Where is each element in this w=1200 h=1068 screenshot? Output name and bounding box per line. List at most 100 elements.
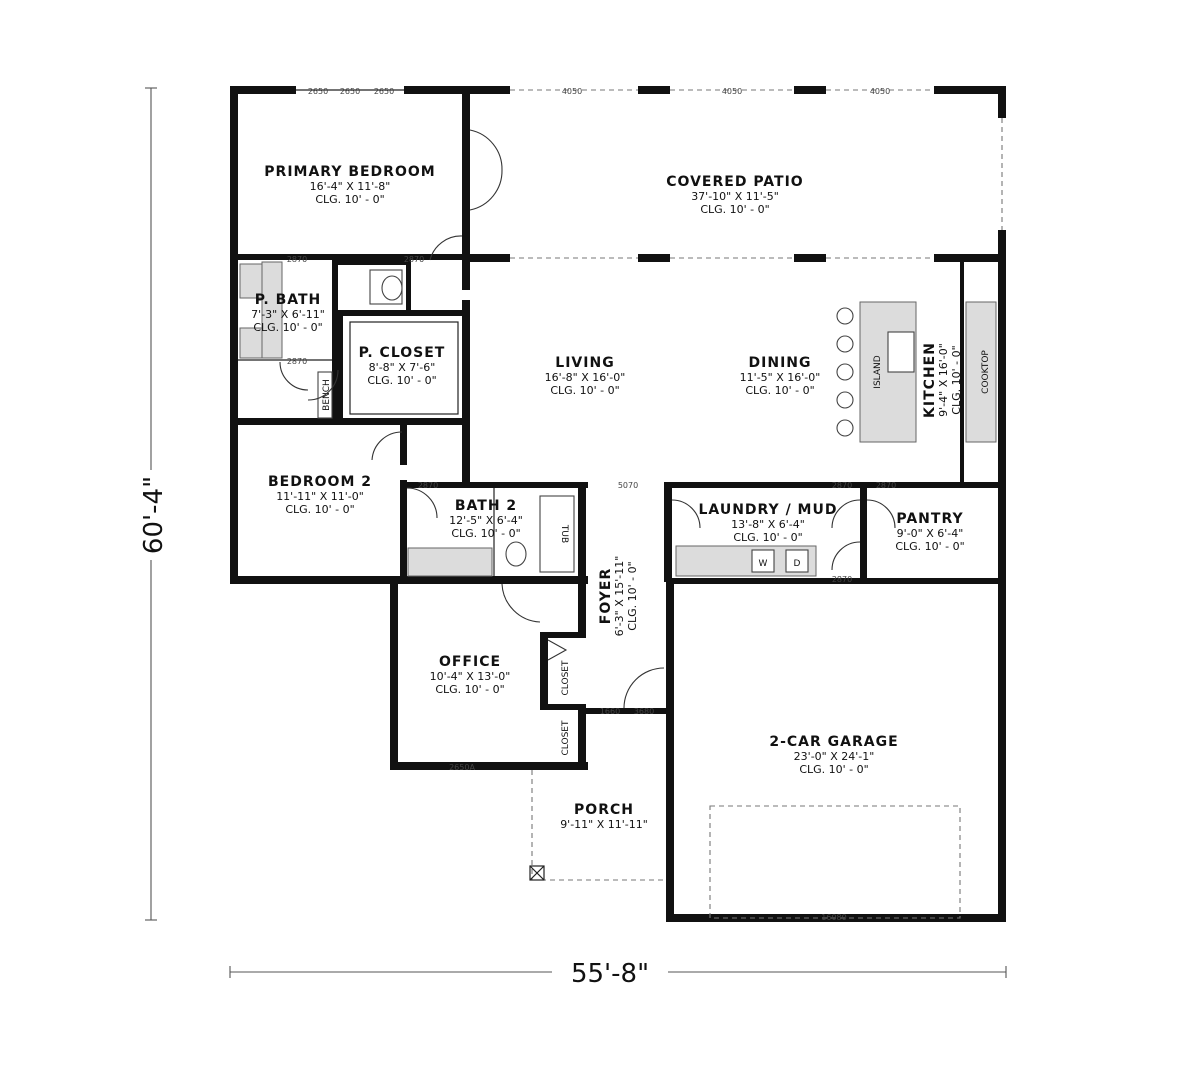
- door-tag: 5070: [618, 481, 638, 490]
- room-ceiling: CLG. 10' - 0": [435, 683, 504, 696]
- room-size: 11'-5" X 16'-0": [740, 371, 821, 384]
- room-size: 9'-11" X 11'-11": [560, 818, 648, 831]
- room-p-closet: P. CLOSET 8'-8" X 7'-6" CLG. 10' - 0": [359, 345, 446, 387]
- room-ceiling: CLG. 10' - 0": [315, 193, 384, 206]
- door-tag: 2870: [832, 575, 852, 584]
- room-size: 13'-8" X 6'-4": [731, 518, 805, 531]
- door-tag: 2870: [404, 255, 424, 264]
- room-ceiling: CLG. 10' - 0": [285, 503, 354, 516]
- dryer-label: D: [794, 559, 801, 569]
- room-ceiling: CLG. 10' - 0": [700, 203, 769, 216]
- door-tag: 2870: [287, 357, 307, 366]
- kitchen-island: ISLAND: [836, 301, 917, 443]
- room-name: COVERED PATIO: [666, 174, 803, 190]
- overall-depth-label: 60'-4": [139, 476, 169, 554]
- room-size: 6'-3" X 15'-11": [613, 556, 626, 637]
- room-name: OFFICE: [439, 654, 501, 670]
- patio-right-openings: [998, 118, 1006, 230]
- room-name: BEDROOM 2: [268, 474, 372, 490]
- room-p-bath: P. BATH 7'-3" X 6'-11" CLG. 10' - 0": [251, 292, 325, 334]
- room-ceiling: CLG. 10' - 0": [733, 531, 802, 544]
- washer-label: W: [759, 559, 768, 569]
- room-size: 9'-0" X 6'-4": [897, 527, 964, 540]
- window-tag: 2650: [308, 87, 328, 96]
- room-size: 8'-8" X 7'-6": [369, 361, 436, 374]
- room-ceiling: CLG. 10' - 0": [451, 527, 520, 540]
- room-name: FOYER: [598, 568, 614, 624]
- room-size: 12'-5" X 6'-4": [449, 514, 523, 527]
- opening-tag: 4050: [870, 87, 890, 96]
- room-name: P. CLOSET: [359, 345, 446, 361]
- room-ceiling: CLG. 10' - 0": [895, 540, 964, 553]
- island-label: ISLAND: [873, 355, 883, 388]
- room-size: 16'-8" X 16'-0": [545, 371, 626, 384]
- room-porch: PORCH 9'-11" X 11'-11": [560, 802, 648, 831]
- kitchen-counter: COOKTOP: [965, 301, 997, 443]
- p-bath-fixtures: BENCH: [238, 261, 403, 419]
- room-living: LIVING 16'-8" X 16'-0" CLG. 10' - 0": [545, 355, 626, 397]
- room-bedroom-2: BEDROOM 2 11'-11" X 11'-0" CLG. 10' - 0": [268, 474, 372, 516]
- room-name: PORCH: [574, 802, 634, 818]
- door-tags: 2870 2870 2870 2870 5070 2870 2870 2870 …: [287, 255, 896, 772]
- room-size: 37'-10" X 11'-5": [691, 190, 779, 203]
- room-ceiling: CLG. 10' - 0": [253, 321, 322, 334]
- bench-label: BENCH: [322, 379, 332, 411]
- door-tag: 2870: [418, 481, 438, 490]
- room-size: 7'-3" X 6'-11": [251, 308, 325, 321]
- garage-door-tag: 16080: [821, 913, 846, 922]
- room-size: 23'-0" X 24'-1": [794, 750, 875, 763]
- opening-tag: 4050: [722, 87, 742, 96]
- room-name: DINING: [749, 355, 812, 371]
- room-pantry: PANTRY 9'-0" X 6'-4" CLG. 10' - 0": [895, 511, 964, 553]
- room-covered-patio: COVERED PATIO 37'-10" X 11'-5" CLG. 10' …: [666, 174, 803, 216]
- closet-label-1: CLOSET: [561, 660, 571, 695]
- opening-tag: 4050: [562, 87, 582, 96]
- door-tag: 2870: [876, 481, 896, 490]
- room-ceiling: CLG. 10' - 0": [626, 561, 639, 630]
- window-tag: 2650: [374, 87, 394, 96]
- cooktop-label: COOKTOP: [981, 350, 991, 394]
- room-size: 16'-4" X 11'-8": [310, 180, 391, 193]
- window-tag: 2650: [340, 87, 360, 96]
- overall-dimension-width: 55'-8": [229, 959, 1007, 989]
- room-garage: 2-CAR GARAGE 23'-0" X 24'-1" CLG. 10' - …: [769, 734, 898, 776]
- room-size: 10'-4" X 13'-0": [430, 670, 511, 683]
- room-size: 9'-4" X 16'-0": [937, 343, 950, 417]
- room-ceiling: CLG. 10' - 0": [745, 384, 814, 397]
- closet-shelf: [349, 321, 459, 415]
- overall-dimension-depth: 60'-4": [139, 87, 169, 921]
- bath-2-fixtures: TUB: [407, 488, 575, 577]
- porch-outline: [529, 770, 666, 881]
- room-dining: DINING 11'-5" X 16'-0" CLG. 10' - 0": [740, 355, 821, 397]
- room-name: BATH 2: [455, 498, 517, 514]
- top-windows: 2650 2650 2650 4050 4050 4050: [296, 86, 934, 96]
- room-name: 2-CAR GARAGE: [769, 734, 898, 750]
- door-swings: [279, 129, 896, 709]
- room-name: PRIMARY BEDROOM: [264, 164, 435, 180]
- room-primary-bedroom: PRIMARY BEDROOM 16'-4" X 11'-8" CLG. 10'…: [264, 164, 435, 206]
- room-bath-2: BATH 2 12'-5" X 6'-4" CLG. 10' - 0": [449, 498, 523, 540]
- closet-label-2: CLOSET: [561, 720, 571, 755]
- room-name: KITCHEN: [922, 342, 938, 418]
- room-ceiling: CLG. 10' - 0": [950, 345, 963, 414]
- room-ceiling: CLG. 10' - 0": [367, 374, 436, 387]
- laundry-fixtures: W D: [675, 545, 817, 577]
- interior-walls: [230, 94, 1006, 770]
- door-tag: 2870: [287, 255, 307, 264]
- room-name: LAUNDRY / MUD: [699, 502, 838, 518]
- office-closets: CLOSET CLOSET: [561, 660, 571, 755]
- room-ceiling: CLG. 10' - 0": [550, 384, 619, 397]
- room-foyer: FOYER 6'-3" X 15'-11" CLG. 10' - 0": [598, 556, 639, 637]
- room-size: 11'-11" X 11'-0": [276, 490, 364, 503]
- room-name: LIVING: [555, 355, 614, 371]
- garage-door: 16080: [709, 805, 961, 922]
- room-office: OFFICE 10'-4" X 13'-0" CLG. 10' - 0": [430, 654, 511, 696]
- room-kitchen: KITCHEN 9'-4" X 16'-0" CLG. 10' - 0": [922, 342, 963, 418]
- door-tag: 3680: [634, 707, 654, 716]
- room-name: PANTRY: [896, 511, 963, 527]
- tub-label: TUB: [559, 524, 569, 543]
- room-ceiling: CLG. 10' - 0": [799, 763, 868, 776]
- overall-width-label: 55'-8": [571, 959, 649, 989]
- room-laundry-mud: LAUNDRY / MUD 13'-8" X 6'-4" CLG. 10' - …: [699, 502, 838, 544]
